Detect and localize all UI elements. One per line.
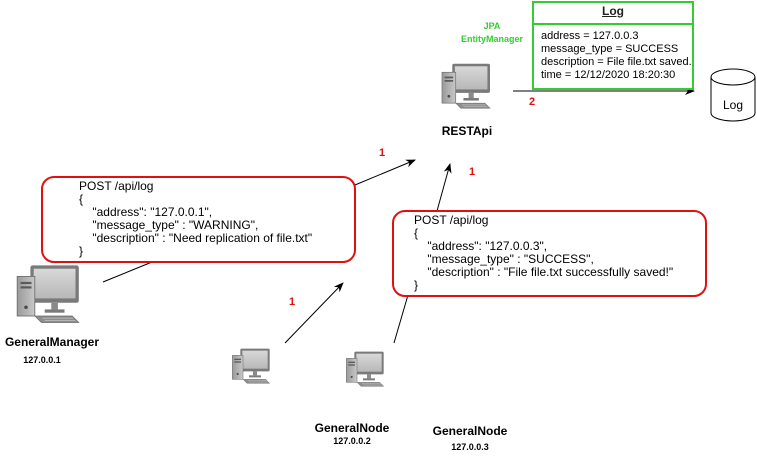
request-line: "description" : "Need replication of fil… bbox=[79, 231, 313, 245]
request-line: "description" : "File file.txt successfu… bbox=[414, 265, 674, 279]
step-label-node3-to-api: 1 bbox=[469, 166, 476, 178]
request-box-success bbox=[392, 210, 707, 297]
request-line: } bbox=[79, 244, 84, 258]
node-name-node3: GeneralNode bbox=[432, 424, 508, 438]
node-ip-manager: 127.0.0.1 bbox=[23, 355, 61, 365]
orm-label-line1: JPA bbox=[483, 21, 501, 31]
request-line: "message_type" : "WARNING", bbox=[79, 218, 259, 232]
request-line: "message_type" : "SUCCESS", bbox=[414, 252, 594, 266]
log-field-time: time = 12/12/2020 18:20:30 bbox=[541, 69, 676, 81]
computer-icon-node2 bbox=[231, 348, 271, 384]
request-body-success: POST /api/log { "address": "127.0.0.3", … bbox=[414, 214, 673, 292]
log-field-address: address = 127.0.0.3 bbox=[541, 30, 639, 42]
orm-label: JPA EntityManager bbox=[452, 20, 532, 46]
step-label-node2-to-api: 1 bbox=[289, 296, 296, 308]
arrow-node2-to-api bbox=[284, 282, 344, 344]
request-line: { bbox=[414, 226, 419, 240]
computer-icon-api bbox=[441, 63, 491, 109]
step-label-api-to-db: 2 bbox=[529, 96, 536, 108]
log-entity-box bbox=[532, 1, 694, 90]
database-icon bbox=[710, 68, 756, 122]
computer-icon-manager bbox=[16, 264, 80, 324]
log-field-description: description = File file.txt saved. bbox=[541, 56, 692, 68]
arrow-node3-request-to-api bbox=[436, 163, 452, 212]
arrow-manager-request-to-api bbox=[354, 159, 416, 186]
request-box-warning bbox=[41, 176, 356, 263]
node-ip-node2: 127.0.0.2 bbox=[333, 436, 371, 446]
orm-label-line2: EntityManager bbox=[460, 34, 523, 44]
node-ip-node3: 127.0.0.3 bbox=[451, 442, 489, 452]
request-line: "address": "127.0.0.1", bbox=[79, 205, 213, 219]
request-line: POST /api/log bbox=[79, 179, 154, 193]
node-name-node2: GeneralNode bbox=[314, 421, 390, 435]
log-field-message-type: message_type = SUCCESS bbox=[541, 43, 679, 55]
step-label-manager-to-api: 1 bbox=[379, 147, 386, 159]
connector-manager-to-request bbox=[102, 261, 153, 283]
request-line: "address": "127.0.0.3", bbox=[414, 239, 548, 253]
log-entity-title: Log bbox=[602, 4, 624, 18]
connector-node3-to-request bbox=[393, 294, 409, 344]
database-label: Log bbox=[722, 98, 744, 112]
request-body-warning: POST /api/log { "address": "127.0.0.1", … bbox=[79, 180, 312, 258]
node-name-manager: GeneralManager bbox=[4, 335, 100, 349]
log-entity-fields: address = 127.0.0.3 message_type = SUCCE… bbox=[541, 30, 692, 82]
computer-icon-node3 bbox=[345, 351, 385, 387]
request-line: { bbox=[79, 192, 84, 206]
node-name-api: RESTApi bbox=[441, 124, 493, 138]
request-line: POST /api/log bbox=[414, 213, 489, 227]
request-line: } bbox=[414, 278, 419, 292]
